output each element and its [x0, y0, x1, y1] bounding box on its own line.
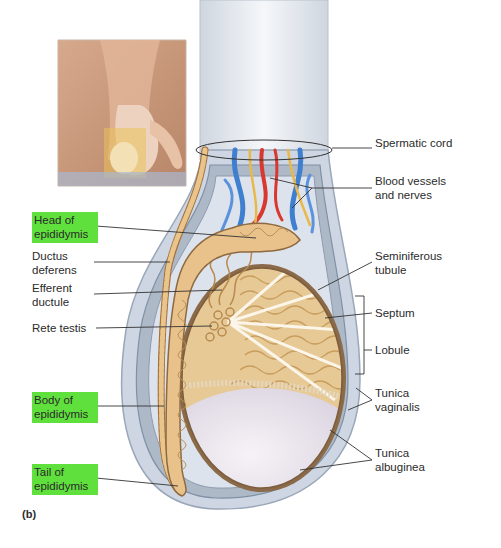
- highlighted-part-label: Body of epididymis: [32, 392, 98, 423]
- part-label: Tunica albuginea: [375, 446, 445, 475]
- part-label: Septum: [375, 306, 435, 320]
- part-label: Tunica vaginalis: [375, 386, 445, 415]
- leader-lines: [94, 148, 372, 486]
- inset-figure: [58, 40, 186, 186]
- part-label: Efferent ductule: [32, 281, 94, 310]
- panel-tag: (b): [22, 508, 62, 522]
- part-label: Seminiferous tubule: [375, 249, 455, 278]
- part-label: Rete testis: [32, 321, 112, 335]
- part-label: Lobule: [375, 343, 435, 357]
- part-label: Ductus deferens: [32, 249, 94, 278]
- highlighted-part-label: Head of epididymis: [32, 212, 98, 243]
- part-label: Blood vessels and nerves: [375, 174, 465, 203]
- highlighted-part-label: Tail of epididymis: [32, 464, 98, 495]
- part-label: Spermatic cord: [375, 136, 455, 150]
